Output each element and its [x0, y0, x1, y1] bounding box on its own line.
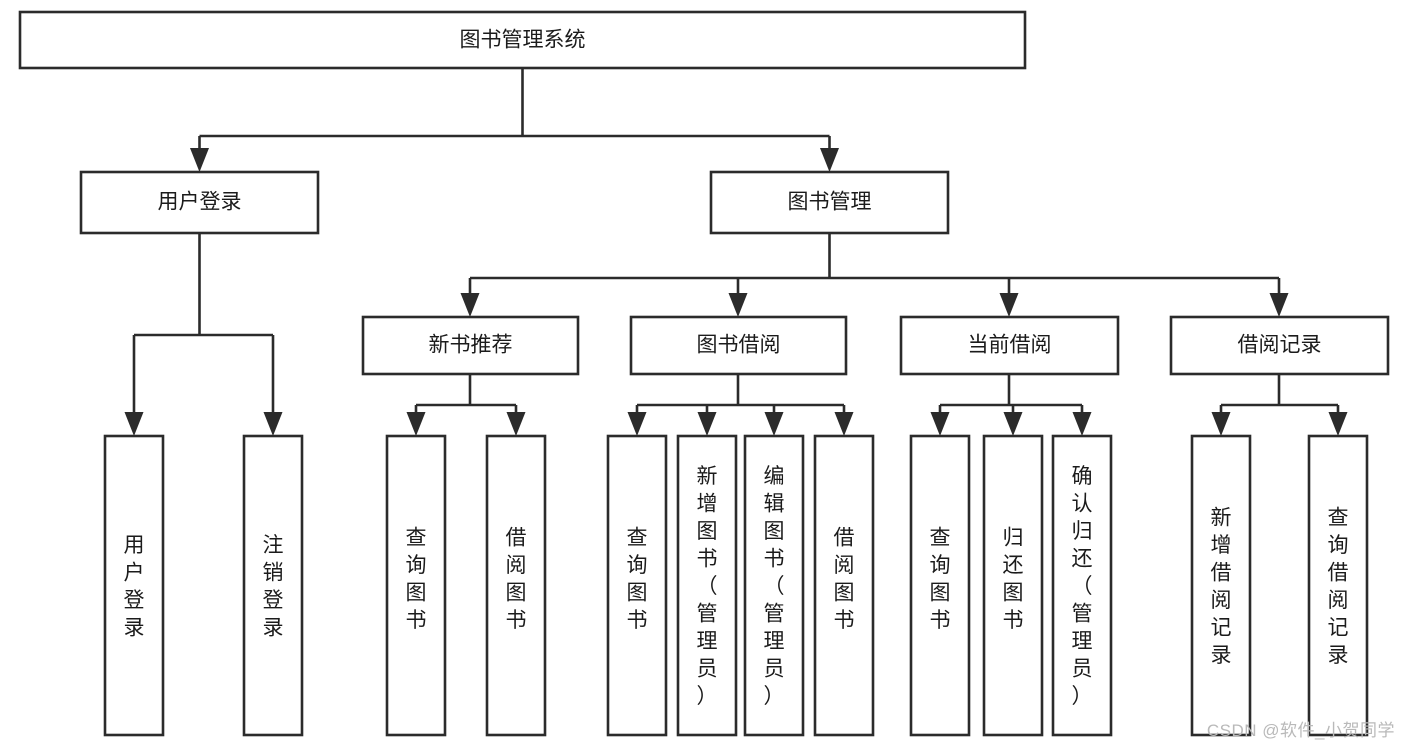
- node-new-book-rec-label: 新书推荐: [429, 334, 513, 357]
- leaf-node-borrow-book-1-box[interactable]: [485, 434, 547, 737]
- leaf-node-confirm-return[interactable]: 确认归还（管理员）: [1051, 434, 1113, 737]
- node-current-borrow-box[interactable]: [899, 315, 1120, 376]
- arrow-head-to-book-manage: [820, 148, 839, 172]
- leaf-node-query-book-3-label: 查询图书: [930, 526, 951, 632]
- leaf-node-borrow-book-1-label: 借阅图书: [506, 526, 527, 632]
- node-user-login[interactable]: 用户登录: [79, 170, 320, 235]
- leaf-node-query-record-label: 查询借阅记录: [1328, 506, 1349, 667]
- arrow-head-leaf-query-record: [1328, 412, 1348, 436]
- arrow-head-leaf-borrow-book-2: [834, 412, 854, 436]
- arrow-head-to-current-borrow: [999, 293, 1019, 317]
- arrow-head-leaf-edit-book: [764, 412, 784, 436]
- node-book-borrow-box[interactable]: [629, 315, 848, 376]
- node-new-book-rec[interactable]: 新书推荐: [361, 315, 580, 376]
- leaf-node-add-record[interactable]: 新增借阅记录: [1190, 434, 1252, 737]
- leaf-node-edit-book-box[interactable]: [743, 434, 805, 737]
- leaf-node-confirm-return-label: 确认归还（管理员）: [1072, 465, 1093, 708]
- leaf-node-query-book-1[interactable]: 查询图书: [385, 434, 447, 737]
- leaf-node-user-login[interactable]: 用户登录: [103, 434, 165, 737]
- leaf-node-add-record-box[interactable]: [1190, 434, 1252, 737]
- leaf-node-query-book-2[interactable]: 查询图书: [606, 434, 668, 737]
- node-book-manage[interactable]: 图书管理: [709, 170, 950, 235]
- leaf-node-edit-book-label: 编辑图书（管理员）: [764, 465, 785, 708]
- node-current-borrow[interactable]: 当前借阅: [899, 315, 1120, 376]
- leaf-node-user-logout-label: 注销登录: [263, 534, 284, 640]
- leaf-node-query-record[interactable]: 查询借阅记录: [1307, 434, 1369, 737]
- leaf-node-query-book-2-box[interactable]: [606, 434, 668, 737]
- leaf-node-borrow-book-2[interactable]: 借阅图书: [813, 434, 875, 737]
- leaf-node-query-book-3-box[interactable]: [909, 434, 971, 737]
- connector-layer: [124, 68, 1348, 436]
- node-book-borrow-label: 图书借阅: [697, 334, 781, 357]
- arrow-head-leaf-borrow-book-1: [506, 412, 526, 436]
- arrow-head-to-borrow-record: [1269, 293, 1289, 317]
- node-root-label: 图书管理系统: [460, 29, 586, 52]
- node-borrow-record-label: 借阅记录: [1238, 334, 1322, 357]
- node-user-login-box[interactable]: [79, 170, 320, 235]
- arrow-head-leaf-query-book-2: [627, 412, 647, 436]
- leaf-node-query-book-1-box[interactable]: [385, 434, 447, 737]
- arrow-head-leaf-confirm-return: [1072, 412, 1092, 436]
- leaf-node-add-book-label: 新增图书（管理员）: [697, 465, 718, 708]
- leaf-node-query-record-box[interactable]: [1307, 434, 1369, 737]
- node-borrow-record-box[interactable]: [1169, 315, 1390, 376]
- arrow-head-to-book-borrow: [728, 293, 748, 317]
- leaf-node-query-book-2-label: 查询图书: [627, 526, 648, 632]
- leaf-node-user-login-label: 用户登录: [124, 534, 145, 640]
- leaf-node-user-logout-box[interactable]: [242, 434, 304, 737]
- arrow-head-leaf-add-record: [1211, 412, 1231, 436]
- leaf-node-borrow-book-1[interactable]: 借阅图书: [485, 434, 547, 737]
- node-current-borrow-label: 当前借阅: [968, 334, 1052, 357]
- leaf-node-return-book-box[interactable]: [982, 434, 1044, 737]
- arrow-head-leaf-query-book-1: [406, 412, 426, 436]
- leaf-node-user-login-box[interactable]: [103, 434, 165, 737]
- leaf-node-confirm-return-box[interactable]: [1051, 434, 1113, 737]
- leaf-node-return-book[interactable]: 归还图书: [982, 434, 1044, 737]
- arrow-head-leaf-add-book: [697, 412, 717, 436]
- arrow-head-to-new-book-rec: [460, 293, 480, 317]
- leaf-node-add-book-box[interactable]: [676, 434, 738, 737]
- csdn-watermark: CSDN @软件_小贺同学: [1206, 721, 1395, 740]
- arrow-head-leaf-return-book: [1003, 412, 1023, 436]
- leaf-node-edit-book[interactable]: 编辑图书（管理员）: [743, 434, 805, 737]
- leaf-node-borrow-book-2-box[interactable]: [813, 434, 875, 737]
- node-new-book-rec-box[interactable]: [361, 315, 580, 376]
- leaf-node-user-logout[interactable]: 注销登录: [242, 434, 304, 737]
- node-root-box[interactable]: [18, 10, 1027, 70]
- arrow-head-leaf-user-login: [124, 412, 144, 436]
- leaf-node-add-record-label: 新增借阅记录: [1211, 506, 1232, 667]
- node-book-manage-label: 图书管理: [788, 191, 872, 214]
- leaf-node-query-book-3[interactable]: 查询图书: [909, 434, 971, 737]
- arrow-head-leaf-query-book-3: [930, 412, 950, 436]
- leaf-node-return-book-label: 归还图书: [1003, 526, 1024, 632]
- node-borrow-record[interactable]: 借阅记录: [1169, 315, 1390, 376]
- node-book-manage-box[interactable]: [709, 170, 950, 235]
- leaf-node-query-book-1-label: 查询图书: [406, 526, 427, 632]
- node-root[interactable]: 图书管理系统: [18, 10, 1027, 70]
- leaf-node-add-book[interactable]: 新增图书（管理员）: [676, 434, 738, 737]
- node-book-borrow[interactable]: 图书借阅: [629, 315, 848, 376]
- arrow-head-to-user-login: [190, 148, 209, 172]
- node-user-login-label: 用户登录: [158, 191, 242, 214]
- arrow-head-leaf-user-logout: [263, 412, 283, 436]
- leaf-node-borrow-book-2-label: 借阅图书: [834, 526, 855, 632]
